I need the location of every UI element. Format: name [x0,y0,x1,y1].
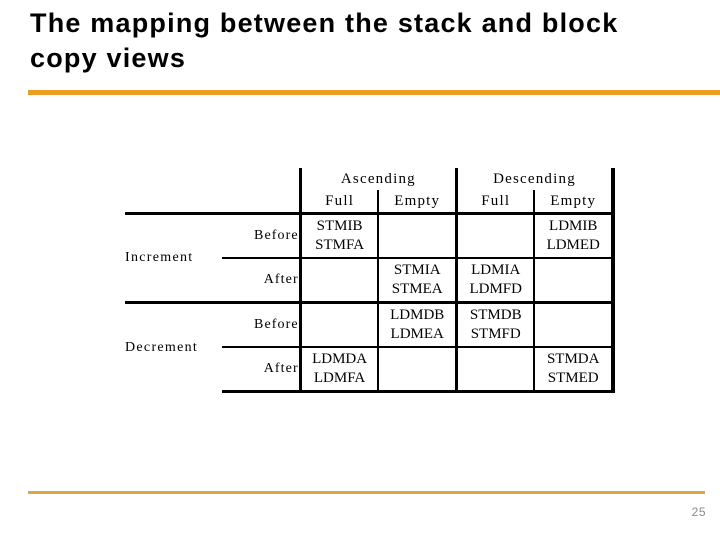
table-cell-inc-before-desc-empty: LDMIB LDMED [533,212,615,258]
cell-line-2: LDMED [546,237,600,253]
table-cell-inc-before-asc-empty [377,212,457,258]
table-cell-inc-after-desc-full: LDMIA LDMFD [455,257,535,303]
cell-line-1: STMDA [546,351,600,367]
header-sub-descending-full: Full [455,190,535,214]
footer-divider-rule [28,491,705,494]
header-corner-group-2 [125,190,222,214]
header-direction-descending: Descending [455,168,616,190]
cell-line-2: STMEA [391,281,443,297]
header-direction-ascending: Ascending [298,168,457,190]
cell-line-2: STMFD [470,326,521,342]
table-cell-dec-after-desc-full [455,346,535,393]
table-cell-inc-after-asc-full [298,257,379,303]
header-corner-group [125,168,222,190]
header-sub-ascending-full: Full [298,190,379,214]
table-cell-dec-after-desc-empty: STMDA STMED [533,346,615,393]
table-row: After STMIA STMEA LDMIA LDMFD [125,257,615,303]
cell-line-1: STMDB [469,307,522,323]
row-group-label-decrement: Decrement [125,301,223,392]
cell-line-1: LDMDA [312,351,368,367]
header-corner-stage [222,168,300,190]
stack-block-mapping-table-container: Ascending Descending Full Empty Full Emp… [125,168,616,393]
table-cell-dec-before-asc-full [298,301,379,347]
table-cell-inc-before-asc-full: STMIB STMFA [298,212,379,258]
row-stage-label-decrement-after: After [222,346,301,393]
cell-line-1: STMIA [393,262,441,278]
cell-line-2: LDMEA [390,326,444,342]
page-title: The mapping between the stack and block … [30,8,619,73]
cell-line-1: LDMDB [390,307,445,323]
table-row: After LDMDA LDMFA STMDA STMED [125,346,615,393]
table-cell-dec-before-asc-empty: LDMDB LDMEA [377,301,457,347]
table-cell-inc-before-desc-full [455,212,535,258]
row-stage-label-increment-before: Before [222,212,301,258]
cell-line-1: LDMIB [549,218,598,234]
table-cell-dec-before-desc-full: STMDB STMFD [455,301,535,347]
table-cell-inc-after-desc-empty [533,257,615,303]
table-row: Decrement Before LDMDB LDMEA STMDB STMFD [125,301,615,392]
page-number: 25 [691,505,706,519]
table-row: Increment Before STMIB STMFA LDMIB LDMED [125,212,615,303]
stack-block-mapping-table: Ascending Descending Full Empty Full Emp… [125,168,616,393]
cell-line-2: LDMFA [313,370,366,386]
cell-line-2: LDMFD [469,281,522,297]
table-cell-dec-before-desc-empty [533,301,615,347]
row-stage-label-increment-after: After [222,257,301,303]
row-stage-label-decrement-before: Before [222,301,301,347]
header-sub-ascending-empty: Empty [377,190,457,214]
cell-line-1: LDMIA [471,262,521,278]
table-header-direction-row: Ascending Descending [125,168,616,190]
table-cell-inc-after-asc-empty: STMIA STMEA [377,257,457,303]
title-divider-rule [28,90,720,95]
table-cell-dec-after-asc-full: LDMDA LDMFA [298,346,379,393]
header-sub-descending-empty: Empty [533,190,615,214]
cell-line-1: STMIB [316,218,363,234]
cell-line-2: STMED [547,370,599,386]
table-header-sub-row: Full Empty Full Empty [125,190,615,214]
cell-line-2: STMFA [315,237,365,253]
table-cell-dec-after-asc-empty [377,346,457,393]
header-corner-stage-2 [222,190,300,214]
row-group-label-increment: Increment [125,212,223,303]
